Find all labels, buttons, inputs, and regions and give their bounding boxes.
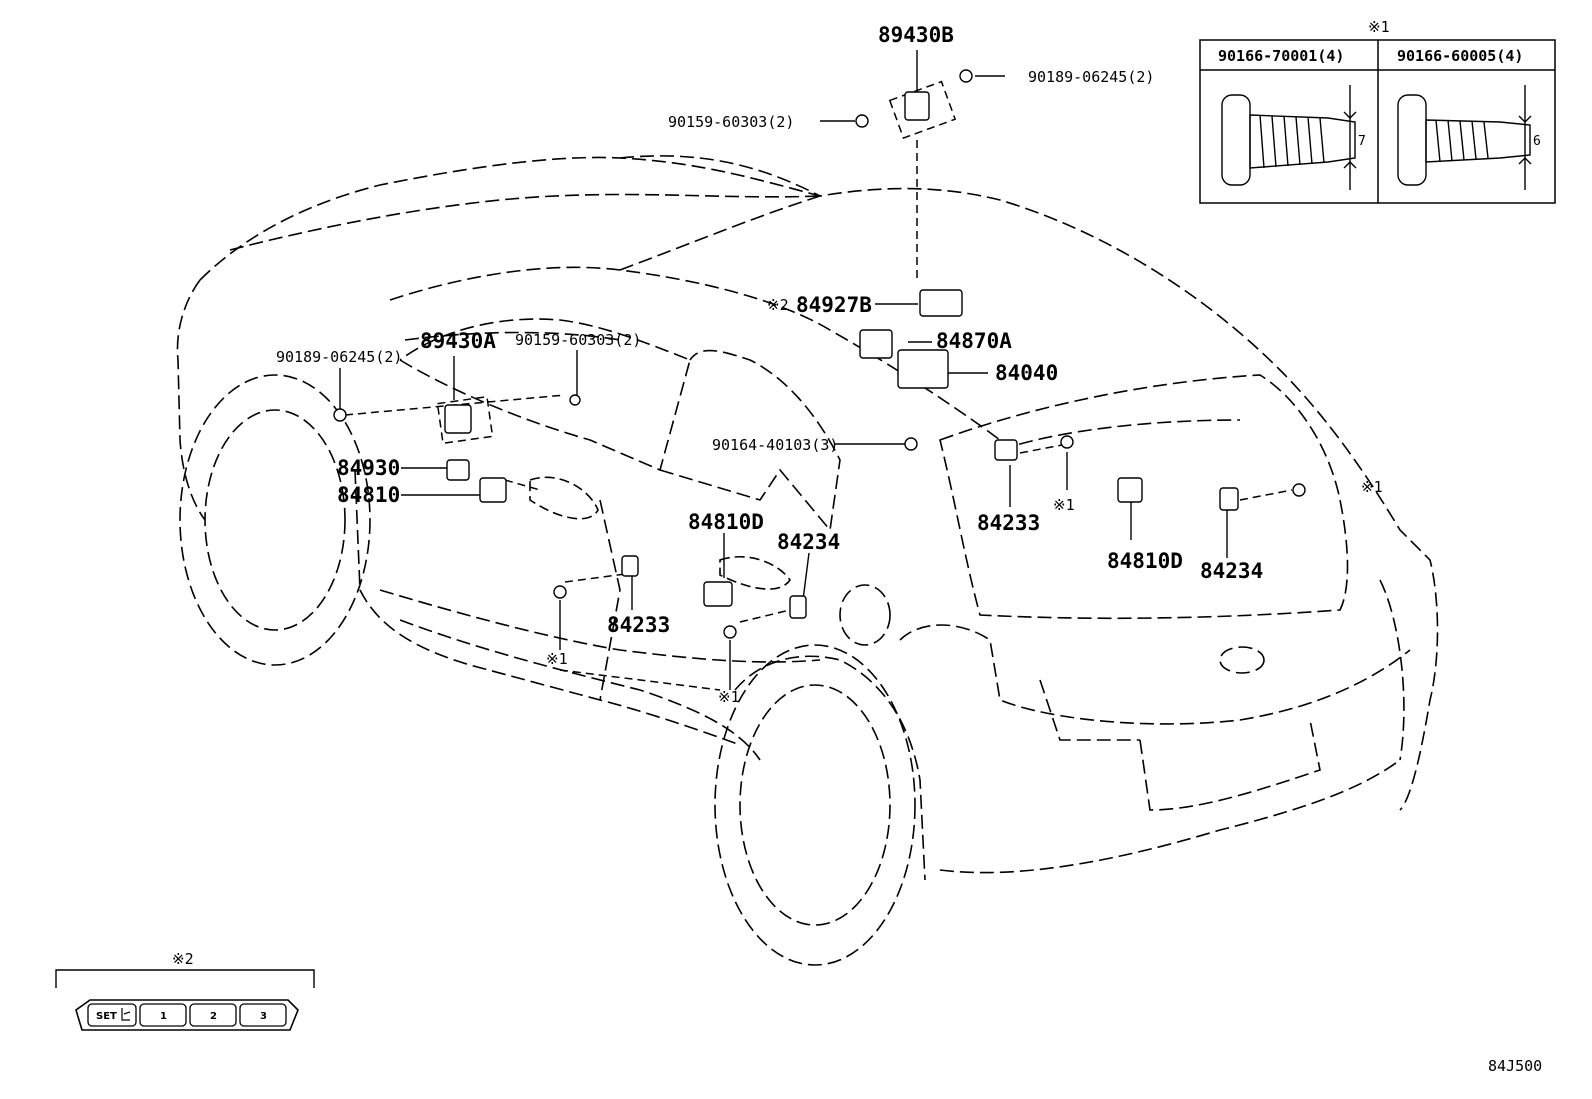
- label-90159-60303-left: 90159-60303(2): [515, 331, 641, 349]
- screw-icon: [723, 625, 737, 639]
- label-84870a: 84870A: [936, 329, 1012, 353]
- note1-col1-part: 90166-70001(4): [1218, 47, 1344, 65]
- label-note1-ref-d: ※1: [718, 688, 740, 706]
- screw-icon: [333, 408, 347, 422]
- label-84040: 84040: [995, 361, 1058, 385]
- switch-84810d-rear: [1117, 477, 1143, 503]
- seat-icon: [121, 1008, 131, 1021]
- label-84233-door: 84233: [607, 613, 670, 637]
- label-90189-06245-top: 90189-06245(2): [1028, 68, 1154, 86]
- label-note1-ref-a: ※1: [1053, 496, 1075, 514]
- label-84234-rear: 84234: [1200, 559, 1263, 583]
- sensor-89430b: [904, 91, 930, 121]
- label-note2-ref: ※2: [767, 296, 789, 314]
- part-labels: 89430B 90189-06245(2) 90159-60303(2) ※2 …: [276, 23, 1542, 1075]
- screw-icon: [959, 69, 973, 83]
- memory-3-button: [239, 1003, 287, 1027]
- label-note1-ref-b: ※1: [1361, 478, 1383, 496]
- memory-1-button: [139, 1003, 187, 1027]
- callout-lines: [339, 50, 1228, 690]
- label-90189-06245-left: 90189-06245(2): [276, 348, 402, 366]
- label-90159-60303-top: 90159-60303(2): [668, 113, 794, 131]
- screw-icon: [1060, 435, 1074, 449]
- label-84930: 84930: [337, 456, 400, 480]
- note1-col2-dim: 6: [1533, 134, 1541, 149]
- memory-3-label: 3: [260, 1011, 267, 1022]
- label-84810: 84810: [337, 483, 400, 507]
- leader-lines: [344, 80, 1293, 691]
- memory-2-label: 2: [210, 1011, 217, 1022]
- lamp-84234-door: [789, 595, 807, 619]
- label-84810d-door: 84810D: [688, 510, 764, 534]
- note1-col1-dim: 7: [1358, 134, 1366, 149]
- lamp-84234-rear: [1219, 487, 1239, 511]
- label-84927b: 84927B: [796, 293, 872, 317]
- lamp-84233-door: [621, 555, 639, 577]
- label-note1-ref-c: ※1: [546, 650, 568, 668]
- power-window-switch: [897, 349, 949, 389]
- diagram-code: 84J500: [1488, 1057, 1542, 1075]
- switch-84810d-door: [703, 581, 733, 607]
- screw-icon: [904, 437, 918, 451]
- sensor-89430a: [444, 404, 472, 434]
- label-84810d-rear: 84810D: [1107, 549, 1183, 573]
- memory-switch-part: [919, 289, 963, 317]
- label-89430b: 89430B: [878, 23, 954, 47]
- screw-70001-icon: [1221, 85, 1357, 190]
- note1-table: ※1 90166-70001(4) 90166-60005(4) 7 6: [1199, 18, 1556, 204]
- screw-60005-icon: [1397, 85, 1532, 190]
- screw-icon: [1292, 483, 1306, 497]
- label-84233-rear: 84233: [977, 511, 1040, 535]
- screw-icon: [855, 114, 869, 128]
- note2-switch-panel: ※2 SET 1 2 3: [55, 950, 315, 1031]
- note1-col2-part: 90166-60005(4): [1397, 47, 1523, 65]
- label-84234-door: 84234: [777, 530, 840, 554]
- note1-mark: ※1: [1368, 18, 1390, 36]
- memory-1-label: 1: [160, 1011, 167, 1022]
- label-89430a: 89430A: [420, 329, 496, 353]
- screw-icon: [553, 585, 567, 599]
- note2-mark: ※2: [172, 950, 194, 968]
- component-glyphs: [333, 69, 1306, 639]
- switch-84930: [446, 459, 470, 481]
- set-button-label: SET: [96, 1011, 117, 1022]
- lamp-84233-rear: [994, 439, 1018, 461]
- car-body-outline: [176, 155, 1439, 966]
- switch-part: [859, 329, 893, 359]
- label-90164-40103: 90164-40103(3): [712, 436, 838, 454]
- memory-2-button: [189, 1003, 237, 1027]
- screw-icon: [569, 394, 581, 406]
- switch-84810: [479, 477, 507, 503]
